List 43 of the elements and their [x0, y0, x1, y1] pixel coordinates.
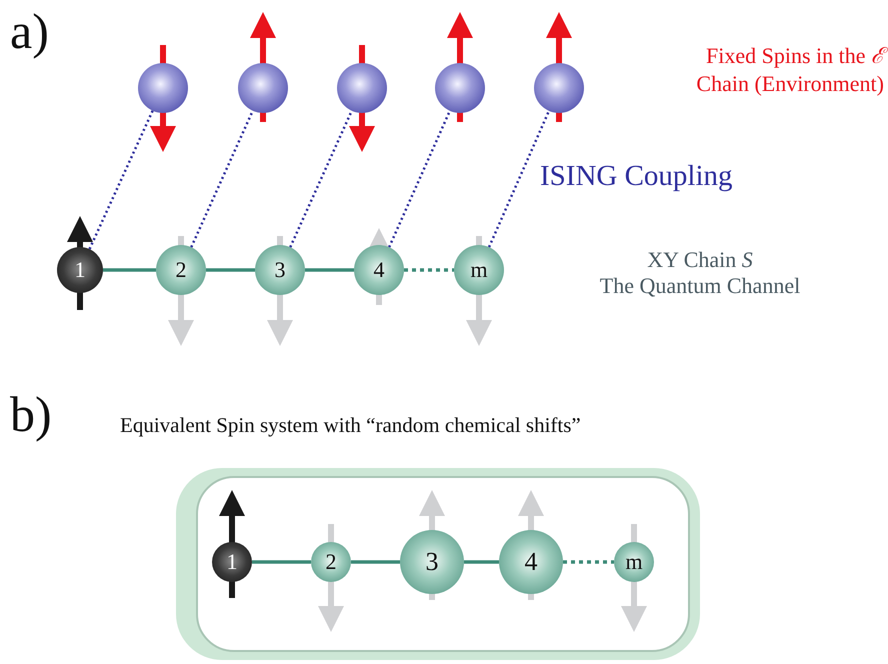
coupling-line: [289, 110, 353, 248]
chain-bond: [206, 268, 255, 272]
chain-bond: [404, 268, 454, 272]
caption-text: ISING Coupling: [540, 159, 734, 194]
spin-sphere: [156, 245, 206, 295]
site-number: 2: [326, 551, 336, 573]
site-number: m: [625, 551, 643, 573]
spin-sphere: [435, 63, 485, 113]
site-number: 3: [426, 549, 438, 575]
spin-sphere: [212, 542, 252, 582]
caption-text: XY Chain S: [646, 246, 754, 274]
spin-sphere: [454, 245, 504, 295]
caption-text: b): [10, 385, 53, 444]
spin-sphere: [311, 542, 351, 582]
caption-text: a): [10, 2, 50, 61]
rounded-frame: [176, 468, 700, 660]
site-number: 4: [374, 259, 384, 281]
spin-sphere: [238, 63, 288, 113]
site-number: 1: [74, 259, 86, 281]
site-number: m: [470, 259, 488, 281]
spin-sphere: [337, 63, 387, 113]
spin-sphere: [57, 247, 103, 293]
chain-bond: [103, 268, 156, 272]
site-number: 2: [176, 259, 186, 281]
site-number: 4: [524, 549, 538, 575]
site-number: 1: [226, 551, 238, 573]
chain-bond: [464, 560, 499, 564]
site-number: 3: [274, 259, 286, 281]
spin-sphere: [534, 63, 584, 113]
spin-sphere: [614, 542, 654, 582]
chain-bond: [305, 268, 354, 272]
coupling-line: [488, 110, 550, 248]
coupling-line: [190, 110, 254, 248]
caption-text: Equivalent Spin system with “random chemical shifts”: [120, 412, 582, 438]
caption-text: The Quantum Channel: [598, 272, 802, 300]
chain-bond: [351, 560, 400, 564]
coupling-line: [88, 110, 154, 250]
chain-bond: [252, 560, 311, 564]
chain-bond: [563, 560, 614, 564]
spin-sphere: [354, 245, 404, 295]
coupling-line: [388, 110, 451, 248]
spin-sphere: [138, 63, 188, 113]
spin-sphere: [255, 245, 305, 295]
